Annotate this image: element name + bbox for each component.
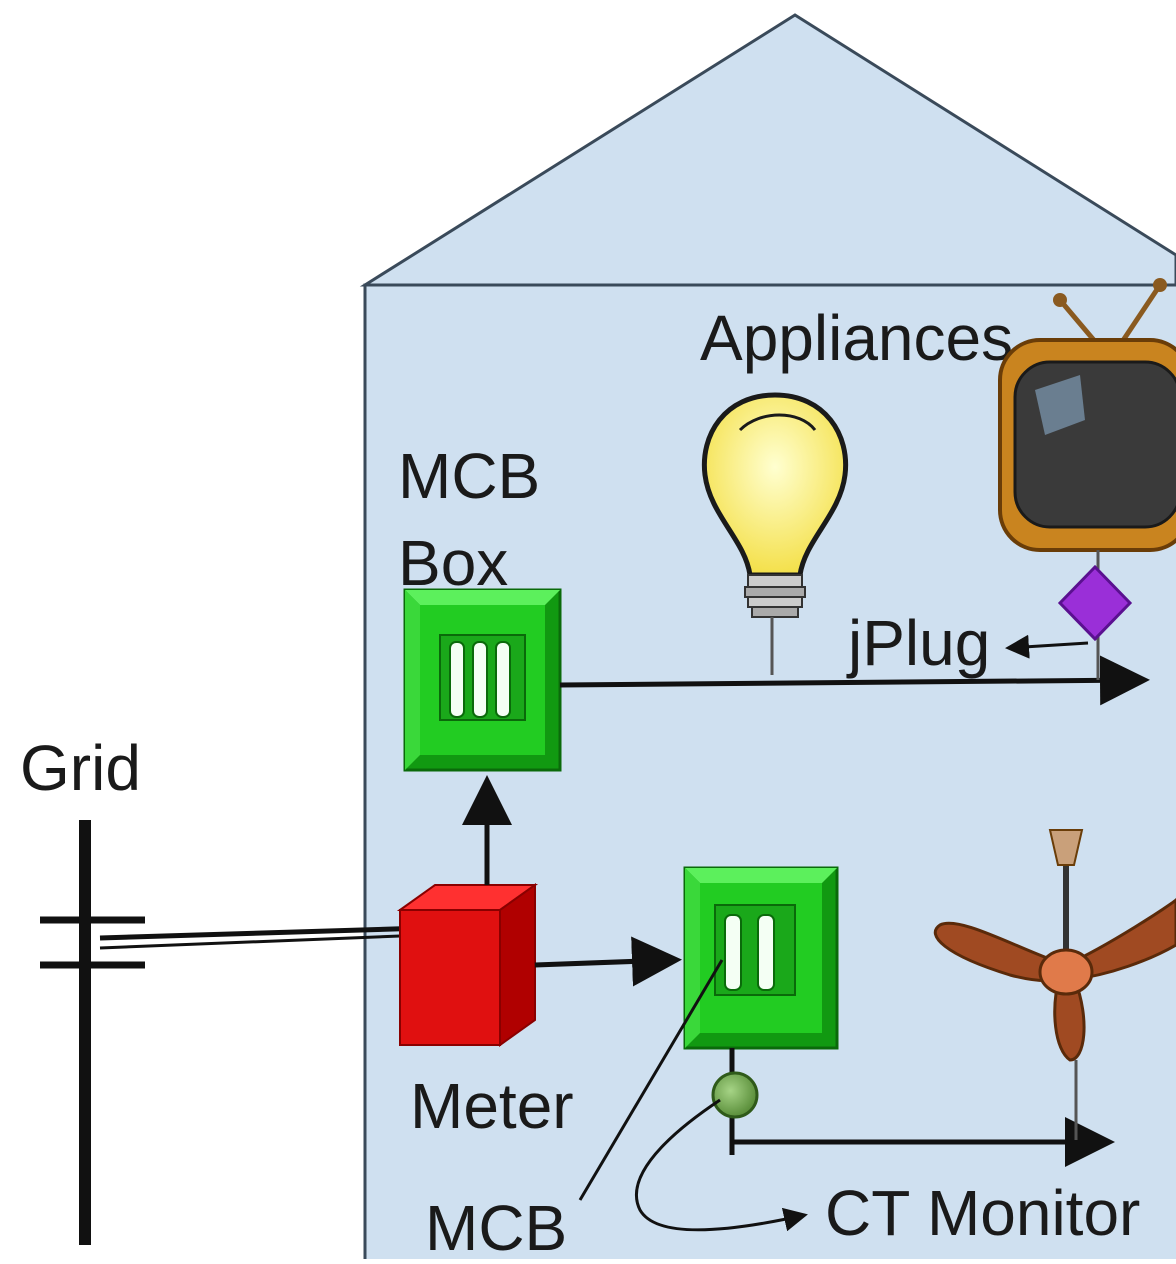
grid-label: Grid: [20, 732, 141, 804]
jplug-diamond-icon: [1057, 564, 1133, 642]
appliances-label: Appliances: [700, 302, 1013, 374]
ct-sensor-icon: [711, 1071, 759, 1119]
mcb-label: MCB: [425, 1192, 567, 1259]
jplug-pointer: [1005, 634, 1089, 659]
ct-monitor-label: CT Monitor: [825, 1177, 1140, 1249]
utility-pole-icon: [40, 820, 145, 1245]
mcb-box-label-line2: Box: [398, 527, 508, 599]
mcb-box-label-line1: MCB: [398, 440, 540, 512]
television-icon: [998, 278, 1176, 680]
mcb-pointer: [578, 959, 724, 1201]
ceiling-fan-icon: [933, 829, 1176, 1140]
meter-cube-icon: [396, 883, 539, 1047]
grid-to-meter-wire-2: [99, 933, 426, 950]
mcb-switch-icon: [683, 866, 839, 1050]
grid-to-meter-wire: [99, 925, 426, 941]
ct-monitor-pointer: [635, 1098, 808, 1232]
jplug-label: jPlug: [846, 607, 990, 679]
meter-to-mcb-wire: [534, 936, 682, 987]
house-roof: [359, 13, 1176, 287]
mcb-box-to-appliances-wire: [559, 655, 1150, 706]
light-bulb-icon: [701, 392, 849, 675]
mcb-box-icon: [403, 588, 562, 772]
meter-label: Meter: [410, 1070, 574, 1142]
